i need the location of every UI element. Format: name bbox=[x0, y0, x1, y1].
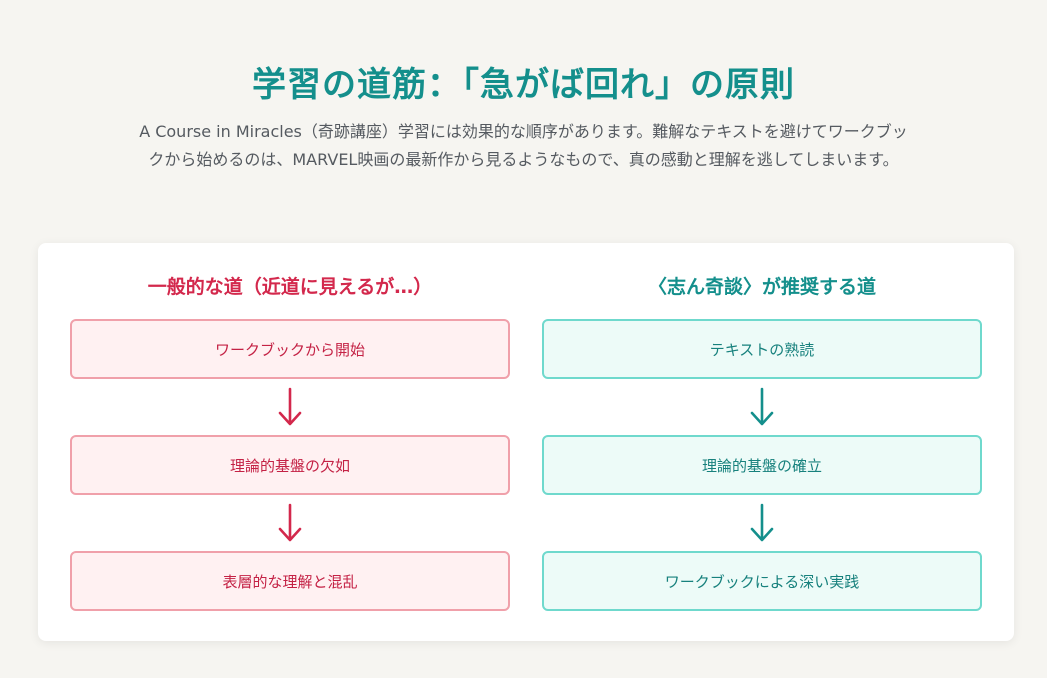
intro-paragraph: A Course in Miracles（奇跡講座）学習には効果的な順序がありま… bbox=[139, 122, 908, 169]
arrow-down-icon bbox=[750, 503, 774, 542]
page-header: 学習の道筋：「急がば回れ」の原則 A Course in Miracles（奇跡… bbox=[0, 60, 1047, 174]
recommended-path-step-2: 理論的基盤の確立 bbox=[542, 435, 982, 495]
arrow-down-icon bbox=[750, 387, 774, 426]
common-path-step-1: ワークブックから開始 bbox=[70, 319, 510, 379]
arrow-down-icon bbox=[278, 387, 302, 426]
arrow-down-icon bbox=[278, 503, 302, 542]
common-path-step-3: 表層的な理解と混乱 bbox=[70, 551, 510, 611]
common-path-heading: 一般的な道（近道に見えるが…） bbox=[147, 276, 433, 298]
common-path-step-2: 理論的基盤の欠如 bbox=[70, 435, 510, 495]
page-title: 学習の道筋：「急がば回れ」の原則 bbox=[252, 65, 795, 105]
recommended-path-step-3: ワークブックによる深い実践 bbox=[542, 551, 982, 611]
comparison-card: 一般的な道（近道に見えるが…） ワークブックから開始 理論的基盤の欠如 表層的な… bbox=[38, 243, 1014, 641]
recommended-path-step-1: テキストの熟読 bbox=[542, 319, 982, 379]
recommended-path-heading: 〈志ん奇談〉が推奨する道 bbox=[647, 276, 876, 298]
